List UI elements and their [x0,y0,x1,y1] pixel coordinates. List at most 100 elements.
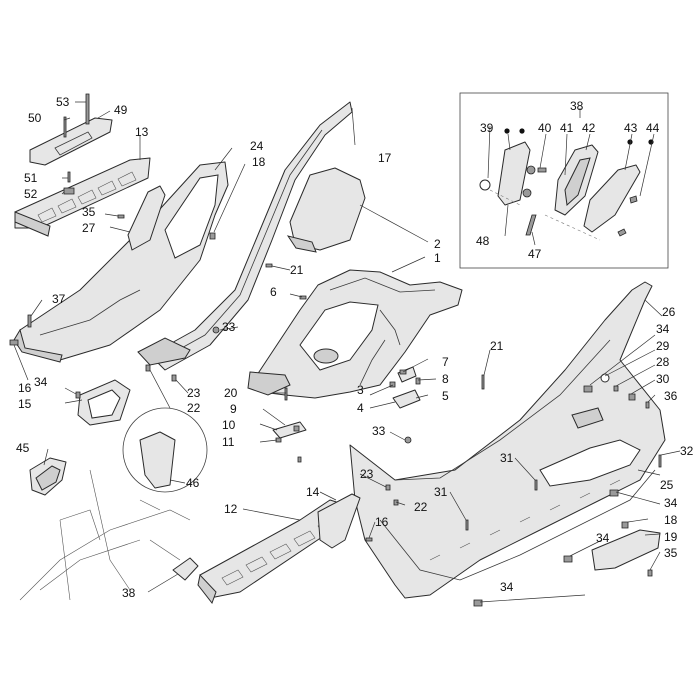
part-51-pin [67,171,71,183]
callout-3: 3 [357,383,364,397]
inset-assembly-lines [489,189,601,241]
callout-45: 45 [16,441,30,455]
part-24-inner-opening [164,174,219,259]
chassis-sketch-lines [19,499,191,601]
footboard-edge-13 [14,211,51,237]
part-52-clip [63,187,75,195]
part-26-ribs [429,479,621,561]
callout-34-top-right: 34 [656,322,670,336]
part-49-recess [54,131,93,156]
center-leaders [259,204,437,443]
part-40-nut-2 [522,188,532,198]
part-1-upper-edge [329,277,436,293]
part-23-clip-mid [297,456,302,463]
part-2-tunnel-cover [289,167,366,251]
part-1-left-foot [247,371,291,396]
part-8-spring [415,377,421,385]
part-25-opening [539,439,641,487]
marker-dot-2 [519,128,525,134]
callout-35-right: 35 [664,546,678,560]
footboard-ribs-13 [37,171,137,223]
part-28-screw [613,385,619,392]
callout-20: 20 [224,386,238,400]
callout-28: 28 [656,355,670,369]
callout-44: 44 [646,121,660,135]
part-35-screw-right [647,569,653,577]
callout-14: 14 [306,485,320,499]
chassis-frame-lines [59,469,181,601]
part-49-cover [29,117,113,166]
bottom-center-group [197,473,406,605]
part-26-clip-pocket [571,407,604,429]
part-21-screw-left [265,263,273,268]
side-panel-right-group [349,281,681,607]
callout-19: 19 [664,530,678,544]
tl-leaders [61,101,141,195]
screw-inset-44 [617,228,627,237]
part-45-insert [35,465,61,491]
callout-31-upper: 31 [500,451,514,465]
part-50-screw [63,116,67,138]
callout-7: 7 [442,355,449,369]
marker-dot-3 [627,139,633,145]
callout-26: 26 [662,305,676,319]
part-23-clip-right [385,484,391,491]
part-16-screw-left [75,391,81,399]
callout-34-bottom: 34 [500,580,514,594]
part-15-panel-face [87,389,121,419]
callout-33-mid: 33 [372,424,386,438]
inset-leaders [487,108,655,246]
callout-51: 51 [24,171,38,185]
side-panel-left-group [9,147,246,381]
zoom-circle [122,407,208,493]
part-26-right-side-panel [349,281,666,599]
callout-43: 43 [624,121,638,135]
part-38-kit-installed [172,557,199,581]
callout-38-lower: 38 [122,586,136,600]
part-34-clip-right-low [563,555,573,563]
part-26-upper-edge [394,339,611,481]
marker-dot-1 [504,128,510,134]
part-35-screw [117,214,125,219]
part-17-bottom-end [137,337,191,366]
callout-48: 48 [476,234,490,248]
part-34-clip-bottom [473,599,483,607]
part-26-lower-edge [379,469,656,581]
callout-30: 30 [656,372,670,386]
part-31-screw-1 [534,479,538,491]
callout-36: 36 [664,389,678,403]
footboard-edge-12 [197,573,217,605]
callout-47: 47 [528,247,542,261]
callout-38-inset: 38 [570,99,584,113]
part-17-edge-line [159,129,323,361]
callout-39: 39 [480,121,494,135]
callout-42: 42 [582,121,596,135]
part-14-cover [317,493,361,549]
part-37-screw [27,314,32,328]
callout-10: 10 [222,418,236,432]
callout-34-left: 34 [34,375,48,389]
part-46-pad [139,431,176,489]
callout-27: 27 [82,221,96,235]
part-36-screw [645,401,650,409]
part-1-cup [313,348,339,364]
part-21-screw-right [481,374,485,390]
callout-33-left: 33 [222,320,236,334]
part-29-washer [600,373,610,383]
bottom-center-leaders [242,473,406,539]
footboard-left-group [14,93,151,237]
part-10-bracket [272,421,307,439]
part-19-side-cover [591,529,661,571]
part-31-screw-2 [465,519,469,531]
part-2-cover-clip [286,235,317,253]
part-11-screw [275,437,282,443]
part-27-panel [127,185,166,251]
callout-22-right: 22 [414,500,428,514]
part-23-clip-left [171,374,177,382]
part-39-washer [479,179,491,191]
center-tunnel-group [247,167,463,463]
callout-52: 52 [24,187,38,201]
part-33-grommet-left [212,326,220,334]
part-33-grommet-mid [404,436,412,444]
lower-left-group [19,379,208,601]
